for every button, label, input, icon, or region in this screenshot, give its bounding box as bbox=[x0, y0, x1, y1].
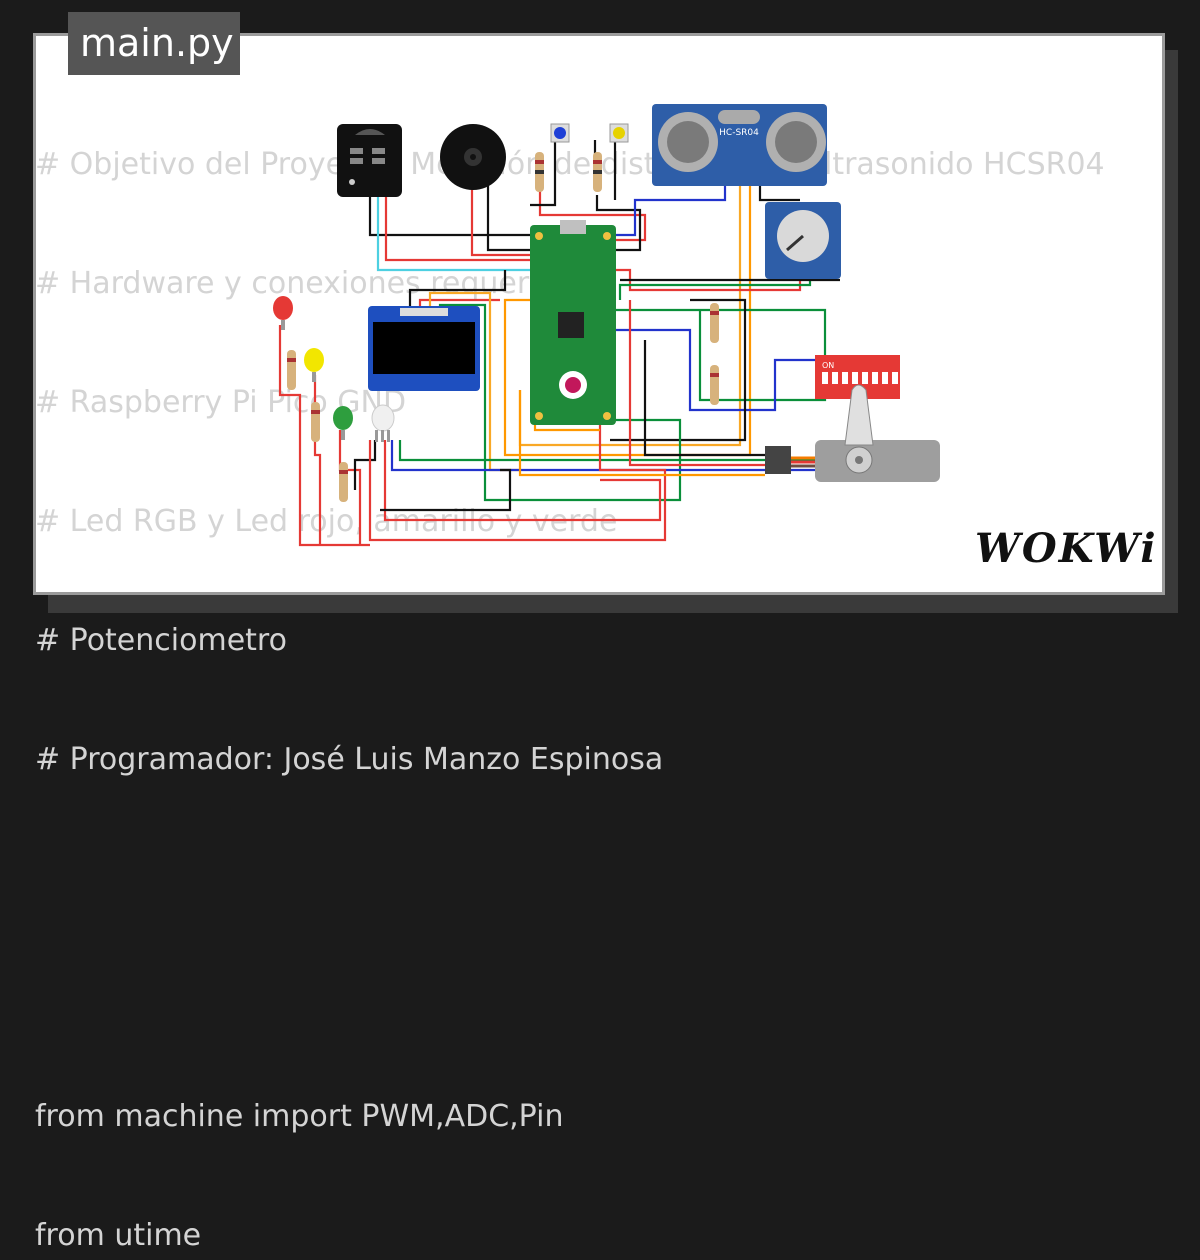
circuit-diagram: HC-SR04 bbox=[273, 104, 940, 547]
code-line: from utime bbox=[35, 1218, 202, 1253]
ultrasonic-sensor-hcsr04[interactable]: HC-SR04 bbox=[652, 104, 827, 186]
push-button-blue[interactable] bbox=[550, 123, 570, 143]
resistor[interactable] bbox=[287, 350, 296, 390]
buzzer[interactable] bbox=[440, 124, 506, 190]
code-line: from machine import PWM,ADC,Pin bbox=[35, 1099, 564, 1134]
push-button-yellow[interactable] bbox=[609, 123, 629, 143]
wokwi-logo: WOKWi bbox=[975, 525, 1158, 572]
resistor[interactable] bbox=[710, 303, 719, 343]
code-line bbox=[35, 854, 1105, 903]
resistor[interactable] bbox=[710, 365, 719, 405]
dip-switch[interactable]: ON bbox=[815, 355, 900, 399]
servo-motor[interactable] bbox=[765, 384, 940, 482]
raspberry-pi-pico[interactable] bbox=[530, 220, 616, 425]
resistor[interactable] bbox=[593, 152, 602, 192]
resistor[interactable] bbox=[311, 402, 320, 442]
dip-label: ON bbox=[822, 361, 834, 370]
ultrasonic-label: HC-SR04 bbox=[719, 128, 759, 138]
code-line: # Programador: José Luis Manzo Espinosa bbox=[35, 742, 664, 777]
oled-display[interactable] bbox=[368, 306, 480, 391]
ir-receiver-module[interactable] bbox=[337, 124, 402, 197]
resistor[interactable] bbox=[535, 152, 544, 192]
potentiometer[interactable] bbox=[765, 202, 841, 279]
led-green[interactable] bbox=[333, 406, 353, 440]
led-rgb[interactable] bbox=[371, 404, 395, 442]
code-line: # Objetivo del Proyecto: Medición de dis… bbox=[35, 147, 1105, 182]
wires bbox=[278, 140, 840, 547]
file-tab[interactable]: main.py bbox=[68, 12, 240, 75]
code-line bbox=[35, 973, 1105, 1022]
led-yellow[interactable] bbox=[304, 348, 324, 382]
resistor[interactable] bbox=[339, 462, 348, 502]
led-red[interactable] bbox=[273, 296, 293, 330]
